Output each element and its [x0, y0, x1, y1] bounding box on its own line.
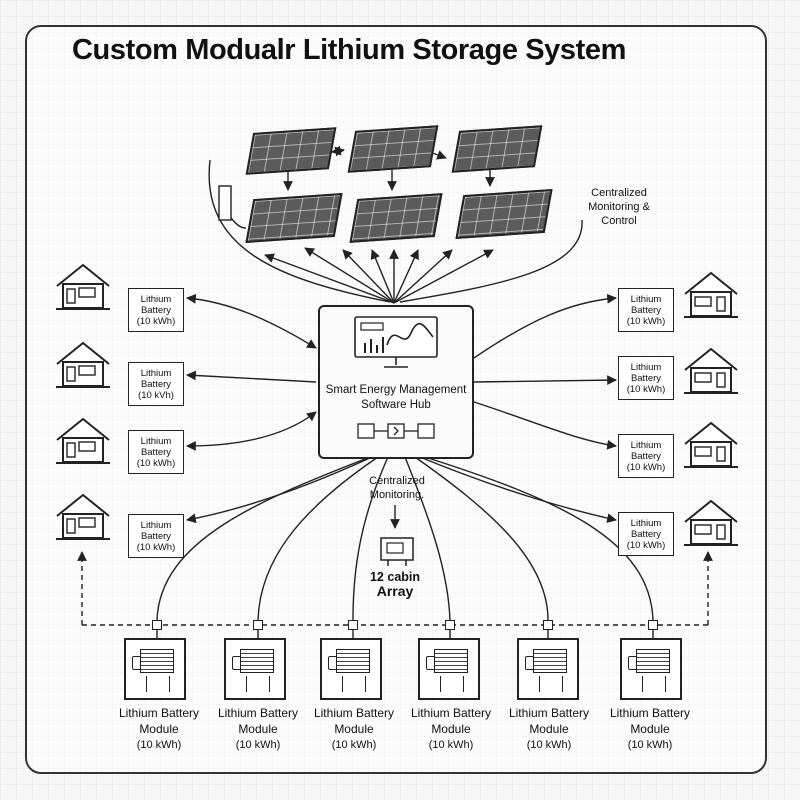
house-icon [684, 271, 738, 318]
solar-panel-icon [347, 125, 439, 173]
bus-node [648, 620, 658, 630]
house-icon [684, 421, 738, 468]
module-capacity: (10 kWh) [136, 739, 182, 751]
house-icon [56, 417, 110, 464]
monitoring-control-label: Centralized Monitoring & Control [588, 187, 650, 227]
right-battery-box: Lithium Battery (10 kWh) [618, 434, 674, 478]
right-battery-box: Lithium Battery (10 kWh) [618, 356, 674, 400]
battery-module-icon [620, 638, 682, 700]
module-label: Lithium Battery Module (10 kWh) [494, 705, 604, 753]
solar-panel-icon [455, 188, 553, 240]
house-icon [56, 263, 110, 310]
cabin-array-line2: Array [376, 583, 414, 599]
module-label: Lithium Battery Module (10 kWh) [104, 705, 214, 753]
battery-module-icon [517, 638, 579, 700]
house-icon [684, 499, 738, 546]
module-capacity: (10 kWh) [331, 739, 377, 751]
left-battery-box: Lithium Battery (10 kWh) [128, 514, 184, 558]
module-name: Lithium Battery Module [410, 706, 492, 736]
bus-node [152, 620, 162, 630]
battery-module-icon [418, 638, 480, 700]
module-capacity: (10 kWh) [627, 739, 673, 751]
module-name: Lithium Battery Module [508, 706, 590, 736]
module-label: Lithium Battery Module (10 kWh) [595, 705, 705, 753]
solar-panel-icon [349, 193, 443, 243]
bus-node [445, 620, 455, 630]
bus-node [348, 620, 358, 630]
energy-management-hub: Smart Energy Management Software Hub [318, 305, 474, 459]
module-label: Lithium Battery Module (10 kWh) [299, 705, 409, 753]
cabin-array-icon [380, 537, 414, 566]
solar-panel-icon [451, 125, 543, 173]
cabin-array-caption: 12 cabin Array [360, 570, 430, 598]
module-label: Lithium Battery Module (10 kWh) [203, 705, 313, 753]
right-battery-box: Lithium Battery (10 kWh) [618, 288, 674, 332]
module-capacity: (10 kWh) [428, 739, 474, 751]
house-icon [56, 341, 110, 388]
left-battery-box: Lithium Battery (10 kWh) [128, 288, 184, 332]
hub-label: Smart Energy Management Software Hub [325, 384, 467, 411]
left-battery-box: Lithium Battery (10 kVh) [128, 362, 184, 406]
battery-module-icon [124, 638, 186, 700]
monitor-chart-icon [354, 316, 438, 368]
diagram-title: Custom Modualr Lithium Storage System [72, 34, 626, 66]
module-capacity: (10 kWh) [235, 739, 281, 751]
module-capacity: (10 kWh) [526, 739, 572, 751]
house-icon [684, 347, 738, 394]
module-name: Lithium Battery Module [609, 706, 691, 736]
bar-chart-icon [364, 337, 384, 353]
module-name: Lithium Battery Module [118, 706, 200, 736]
solar-panel-icon [245, 127, 337, 175]
house-icon [56, 493, 110, 540]
module-label: Lithium Battery Module (10 kWh) [396, 705, 506, 753]
module-name: Lithium Battery Module [217, 706, 299, 736]
right-battery-box: Lithium Battery (10 kWh) [618, 512, 674, 556]
battery-module-icon [224, 638, 286, 700]
bus-node [253, 620, 263, 630]
module-name: Lithium Battery Module [313, 706, 395, 736]
cabin-array-line1: 12 cabin [369, 570, 421, 584]
solar-inverter-icon [357, 423, 435, 439]
battery-module-icon [320, 638, 382, 700]
solar-panel-icon [245, 192, 343, 244]
bus-node [543, 620, 553, 630]
left-battery-box: Lithium Battery (10 kWh) [128, 430, 184, 474]
centralized-monitoring-label: Centralized Monitoring. [369, 475, 425, 501]
